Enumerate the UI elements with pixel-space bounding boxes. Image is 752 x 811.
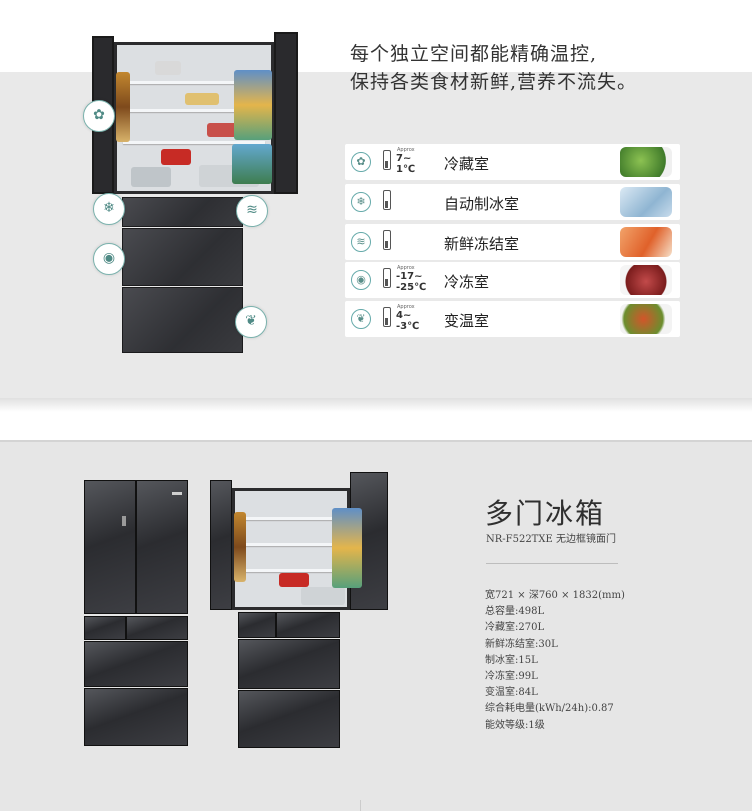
drawer-left xyxy=(84,616,126,640)
shelf xyxy=(241,569,347,572)
meat-image xyxy=(620,265,672,295)
spec-item: 冷藏室:270L xyxy=(485,622,545,634)
food-item xyxy=(161,149,191,165)
display-panel xyxy=(122,516,126,526)
thermometer-icon xyxy=(383,307,391,327)
drawer-bottom xyxy=(238,690,340,748)
brand-logo xyxy=(172,492,182,495)
feature-label: 自动制冰室 xyxy=(444,195,520,213)
shelf xyxy=(241,517,347,520)
divider xyxy=(486,563,618,564)
section-shadow xyxy=(0,398,752,412)
fridge-interior xyxy=(232,488,350,610)
drawer-right xyxy=(126,616,188,640)
spec-item: 宽721 × 深760 × 1832(mm) xyxy=(485,590,625,601)
thermometer-icon xyxy=(383,230,391,250)
product-model: NR-F522TXE 无边框镜面门 xyxy=(486,534,616,545)
feature-row-icemaker: ❄ 自动制冰室 xyxy=(345,184,680,220)
bottom-marker xyxy=(360,800,361,811)
right-door xyxy=(136,480,188,614)
fish-icon: ≋ xyxy=(236,195,268,227)
feature-row-variable-temp: ❦ Approx 4~ -3℃ 变温室 xyxy=(345,301,680,337)
door-bottles xyxy=(232,144,272,184)
approx-label: Approx xyxy=(397,265,415,271)
food-item xyxy=(185,93,219,105)
food-item xyxy=(279,573,309,587)
door-bottles xyxy=(332,508,362,588)
feature-label: 变温室 xyxy=(444,312,490,330)
shelf xyxy=(123,81,265,84)
food-item xyxy=(207,123,237,137)
drawer-middle xyxy=(84,641,188,687)
drawer-bin xyxy=(131,167,171,187)
left-door xyxy=(84,480,136,614)
spec-item: 综合耗电量(kWh/24h):0.87 xyxy=(485,703,614,715)
meat-icon: ◉ xyxy=(93,243,125,275)
drawer-middle xyxy=(238,639,340,689)
divider xyxy=(0,440,752,442)
thermometer-icon xyxy=(383,190,391,210)
drawer-right xyxy=(276,612,340,638)
door-bottles xyxy=(116,72,130,142)
feature-label: 冷藏室 xyxy=(444,155,490,173)
approx-label: Approx xyxy=(397,304,415,310)
door-bottles xyxy=(234,70,272,140)
headline: 每个独立空间都能精确温控, 保持各类食材新鲜,营养不流失。 xyxy=(350,40,637,96)
vegetable-icon: ❦ xyxy=(351,309,371,329)
food-item xyxy=(155,61,181,75)
feature-row-fresh-freeze: ≋ 新鲜冻结室 xyxy=(345,224,680,260)
thermometer-icon xyxy=(383,268,391,288)
ice-icon: ❄ xyxy=(93,193,125,225)
feature-row-refrigerator: ✿ Approx 7~ 1℃ 冷藏室 xyxy=(345,144,680,180)
door-bottles xyxy=(234,512,246,582)
headline-line2: 保持各类食材新鲜,营养不流失。 xyxy=(350,71,638,93)
thermometer-icon xyxy=(383,150,391,170)
salad-icon: ✿ xyxy=(83,100,115,132)
freezer-drawer-top xyxy=(122,197,243,227)
product-title: 多门冰箱 xyxy=(485,497,606,530)
shelf xyxy=(241,543,347,546)
approx-label: Approx xyxy=(397,147,415,153)
ice-cubes-image xyxy=(620,187,672,217)
temp-range: -17~ -25℃ xyxy=(396,271,427,293)
shelf xyxy=(123,141,265,144)
vegetable-icon: ❦ xyxy=(235,306,267,338)
feature-label: 新鲜冻结室 xyxy=(444,235,520,253)
salad-icon: ✿ xyxy=(351,152,371,172)
spec-item: 冷冻室:99L xyxy=(485,671,538,683)
temp-range: 7~ 1℃ xyxy=(396,153,416,175)
vegetables-image xyxy=(620,304,672,334)
freezer-drawer-bottom xyxy=(122,287,243,353)
ice-icon: ❄ xyxy=(351,192,371,212)
drawer-bin xyxy=(301,587,345,605)
headline-line1: 每个独立空间都能精确温控, xyxy=(350,43,598,65)
spec-list: 宽721 × 深760 × 1832(mm) 总容量:498L 冷藏室:270L… xyxy=(485,588,625,734)
spec-item: 新鲜冻结室:30L xyxy=(485,638,558,650)
drawer-bottom xyxy=(84,688,188,746)
left-door xyxy=(210,480,232,610)
freezer-drawer-middle xyxy=(122,228,243,286)
salmon-image xyxy=(620,227,672,257)
fridge-open-top xyxy=(92,32,298,194)
spec-item: 能效等级:1级 xyxy=(485,719,545,731)
temp-range: 4~ -3℃ xyxy=(396,310,420,332)
spec-item: 总容量:498L xyxy=(485,606,545,618)
feature-row-freezer: ◉ Approx -17~ -25℃ 冷冻室 xyxy=(345,262,680,298)
fridge-closed xyxy=(84,480,188,746)
drawer-left xyxy=(238,612,276,638)
fish-icon: ≋ xyxy=(351,232,371,252)
feature-label: 冷冻室 xyxy=(444,273,490,291)
spec-item: 制冰室:15L xyxy=(485,654,538,666)
spec-item: 变温室:84L xyxy=(485,687,538,699)
salad-image xyxy=(620,147,672,177)
right-door xyxy=(274,32,298,194)
meat-icon: ◉ xyxy=(351,270,371,290)
shelf xyxy=(123,109,265,112)
fridge-open xyxy=(210,472,390,748)
